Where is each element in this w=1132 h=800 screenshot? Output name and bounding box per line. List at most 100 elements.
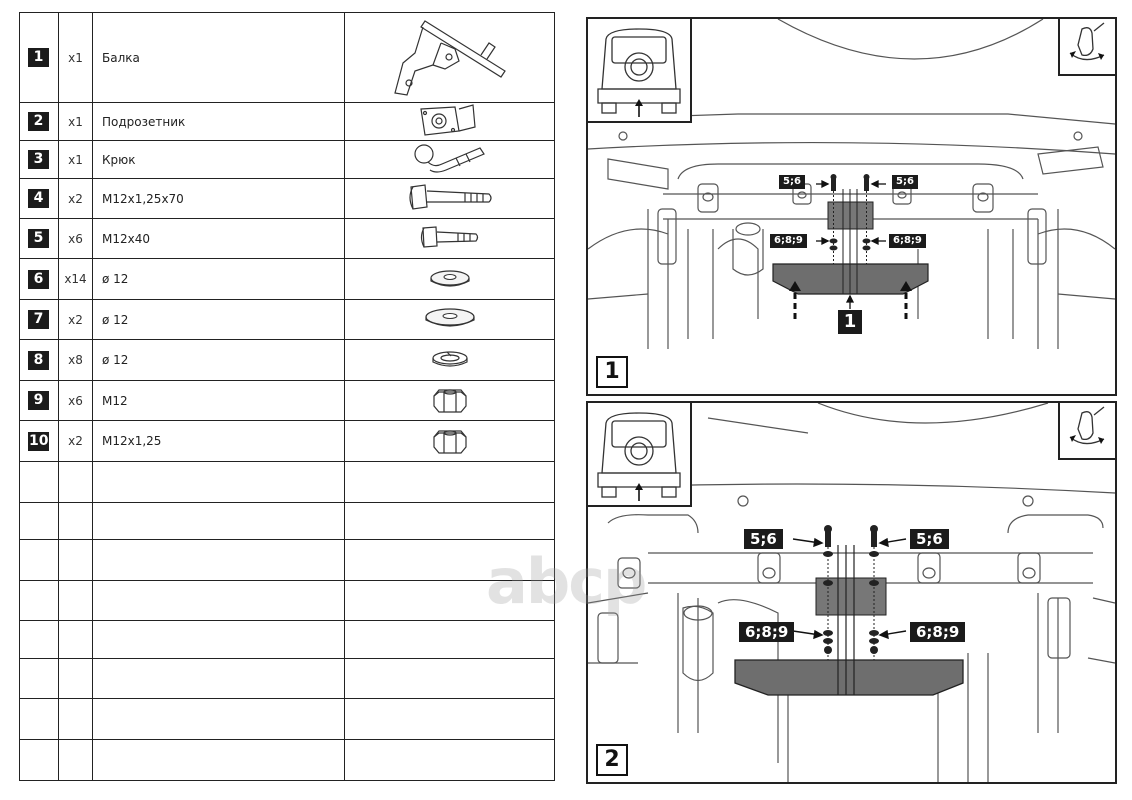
part-number-cell: 5 [19,218,59,259]
empty-cell [58,580,93,621]
empty-cell [19,739,59,781]
part-description: ø 12 [92,339,345,381]
empty-row [19,580,555,621]
empty-cell [58,620,93,659]
part-label-beam: 1 [838,310,862,334]
part-image-cell [344,218,555,259]
part-number-badge: 8 [28,350,49,370]
empty-cell [344,580,555,621]
callout-bolt-washer-right: 5;6 [892,175,918,189]
long-bolt-icon [405,182,495,212]
part-number-cell: 6 [19,258,59,300]
empty-cell [58,658,93,699]
empty-cell [58,739,93,781]
tow-ball-hook-icon [410,142,490,174]
part-quantity: x1 [58,140,93,179]
part-number-cell: 1 [19,12,59,103]
part-image-cell [344,102,555,141]
step-2-drawing [588,403,1115,782]
empty-row [19,739,555,781]
callout-washer-nut-left: 6;8;9 [739,622,795,642]
part-number-badge: 1 [28,48,49,67]
socket-bracket-icon [415,103,485,137]
empty-cell [58,502,93,540]
car-rear-view-icon [588,403,692,507]
empty-row [19,658,555,699]
part-number-cell: 7 [19,299,59,340]
hand-tighten-wrench-icon [1058,19,1115,76]
step-number-badge: 2 [596,744,628,776]
empty-cell [19,502,59,540]
empty-cell [58,698,93,740]
part-quantity: x6 [58,380,93,421]
empty-row [19,698,555,740]
empty-cell [344,739,555,781]
part-description: Крюк [92,140,345,179]
empty-cell [92,658,345,699]
step-1-drawing [588,19,1115,349]
part-number-cell: 9 [19,380,59,421]
part-image-cell [344,380,555,421]
part-quantity: x1 [58,12,93,103]
callout-washer-nut-left: 6;8;9 [770,234,807,248]
empty-cell [92,698,345,740]
callout-washer-nut-right: 6;8;9 [910,622,966,642]
callout-bolt-washer-left: 5;6 [744,529,783,549]
step-number-badge: 1 [596,356,628,388]
large-washer-icon [422,306,478,330]
part-quantity: x2 [58,299,93,340]
empty-cell [92,461,345,503]
part-number-badge: 3 [28,150,49,169]
part-description: M12x40 [92,218,345,259]
empty-cell [92,539,345,581]
part-number-cell: 8 [19,339,59,381]
part-image-cell [344,339,555,381]
part-number-cell: 2 [19,102,59,141]
part-quantity: x1 [58,102,93,141]
part-quantity: x6 [58,218,93,259]
part-description: ø 12 [92,258,345,300]
flat-washer-icon [427,267,473,289]
part-image-cell [344,299,555,340]
part-description: ø 12 [92,299,345,340]
empty-cell [344,620,555,659]
part-number-badge: 9 [28,391,49,410]
bolt-icon [418,224,482,250]
part-number-badge: 4 [28,189,49,208]
empty-cell [19,580,59,621]
part-number-badge: 6 [28,269,49,289]
empty-row [19,461,555,503]
empty-cell [19,539,59,581]
part-description: Балка [92,12,345,103]
empty-cell [19,658,59,699]
part-number-badge: 2 [28,112,49,131]
part-description: M12 [92,380,345,421]
empty-cell [19,698,59,740]
part-number-badge: 7 [28,310,49,329]
empty-row [19,620,555,659]
part-description: M12x1,25 [92,420,345,462]
part-number-cell: 10 [19,420,59,462]
callout-bolt-washer-left: 5;6 [779,175,805,189]
empty-row [19,539,555,581]
empty-cell [344,461,555,503]
part-number-cell: 3 [19,140,59,179]
part-image-cell [344,12,555,103]
watermark-logo: abcp [486,545,647,618]
part-number-cell: 4 [19,178,59,219]
empty-row [19,502,555,540]
empty-cell [344,698,555,740]
empty-cell [344,539,555,581]
part-image-cell [344,420,555,462]
part-quantity: x2 [58,420,93,462]
part-number-badge: 5 [28,229,49,248]
